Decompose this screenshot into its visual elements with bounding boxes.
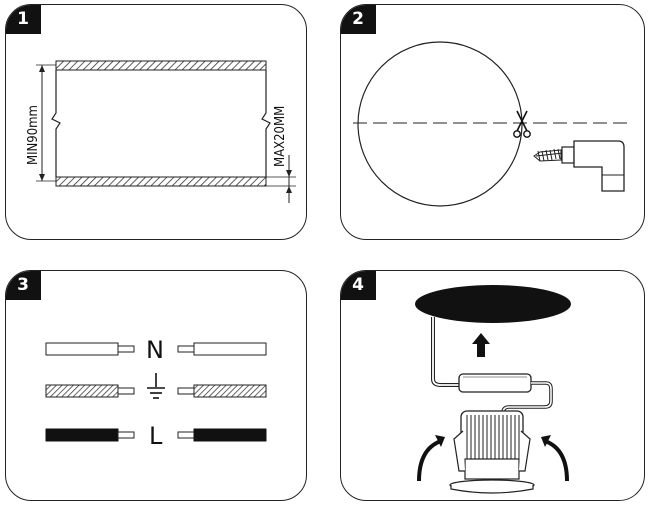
cutout-hole-diagram (353, 41, 633, 207)
neutral-label: N (146, 336, 164, 364)
left-wall-line (51, 70, 61, 177)
scissors-icon (513, 110, 531, 138)
right-curved-arrow-icon (541, 435, 569, 482)
step-number-badge: 4 (341, 271, 376, 300)
live-wire-row: L (45, 422, 267, 450)
up-arrow-icon (472, 333, 490, 357)
step-number-badge: 1 (6, 5, 41, 34)
step-1-panel: 1 MIN90mm MAX20MM (5, 4, 307, 240)
cutout-circle (357, 41, 523, 207)
left-curved-arrow-icon (417, 435, 445, 482)
min-depth-label: MIN90mm (26, 105, 41, 165)
installation-diagram (415, 285, 571, 494)
ceiling-top-slab (55, 60, 267, 71)
max-thickness-label: MAX20MM (273, 106, 288, 167)
ceiling-thickness-diagram: MIN90mm MAX20MM (26, 60, 296, 203)
downlight-fixture (449, 410, 535, 494)
right-wall-line (261, 70, 271, 177)
step-number-badge: 3 (6, 271, 41, 300)
live-label: L (149, 422, 163, 450)
wiring-diagram: N L (45, 336, 267, 450)
step-3-panel: 3 N (5, 270, 307, 501)
earth-wire-row (45, 373, 267, 399)
step-4-panel: 4 (340, 270, 645, 501)
step-2-panel: 2 (340, 4, 645, 240)
drill-tool-icon (533, 140, 625, 192)
ceiling-bottom-slab (55, 176, 267, 187)
supply-cable (431, 317, 459, 387)
step-number-badge: 2 (341, 5, 376, 34)
ceiling-hole (415, 285, 571, 323)
neutral-wire-row: N (45, 336, 267, 364)
ground-symbol-icon (147, 373, 165, 399)
